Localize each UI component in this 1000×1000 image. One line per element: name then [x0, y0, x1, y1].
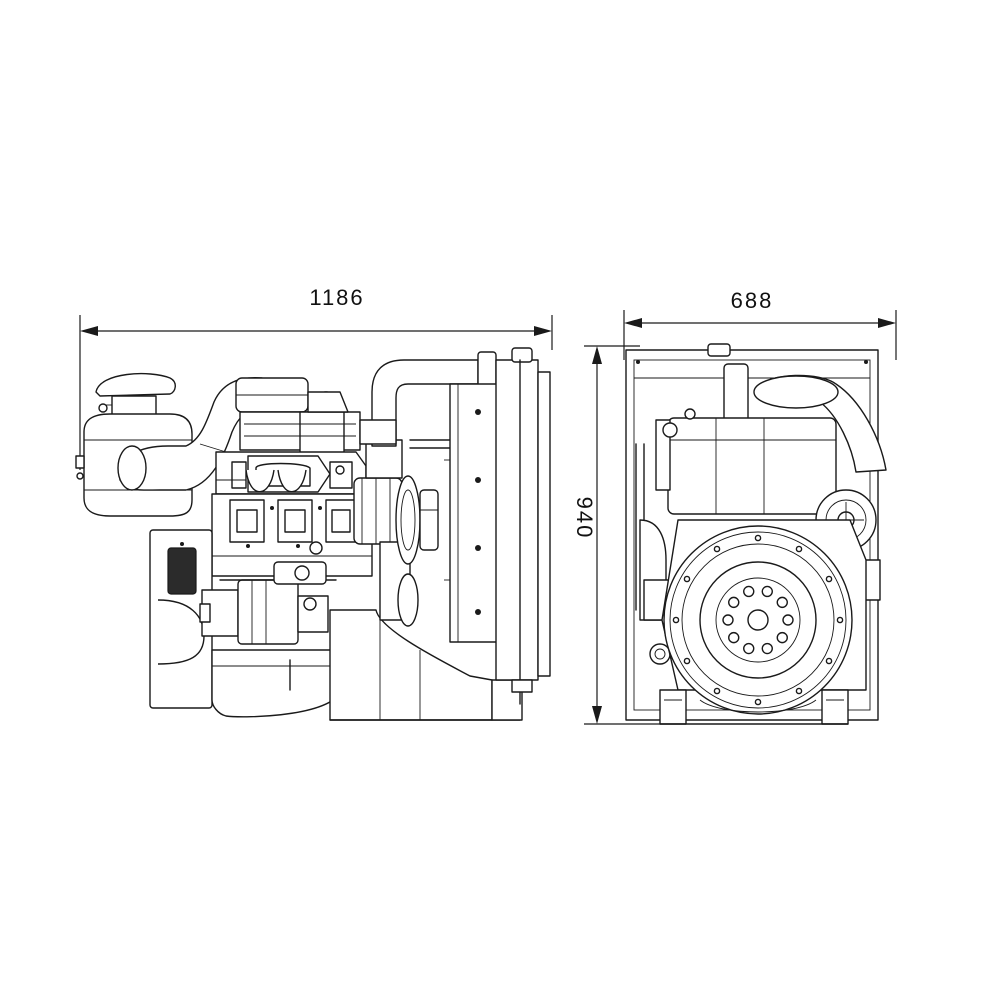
- height-dimension: 940: [572, 345, 660, 725]
- flywheel: [661, 519, 867, 715]
- base-frame: [329, 609, 523, 721]
- front-width-dimension: 688: [623, 288, 897, 360]
- front-width-label: 688: [731, 288, 774, 313]
- front-exhaust-pipe: [753, 374, 887, 473]
- radiator-cap: [511, 347, 533, 363]
- flywheel-inner-bolt: [743, 585, 755, 598]
- side-right-arrow: [534, 326, 552, 336]
- flywheel-outer-bolt: [672, 616, 680, 624]
- control-panel-icon: [167, 547, 197, 595]
- side-length-label: 1186: [309, 285, 364, 310]
- side-length-dimension: 1186: [79, 285, 553, 470]
- intake-pipe: [117, 377, 263, 491]
- flywheel-inner-bolt: [728, 596, 740, 609]
- flywheel-inner-bolt: [743, 642, 755, 655]
- flywheel-outer-bolt: [825, 657, 833, 665]
- flywheel-inner-bolt: [782, 614, 794, 626]
- flywheel-outer-bolt: [754, 534, 762, 542]
- flywheel-outer-bolt: [836, 616, 844, 624]
- flywheel-inner-bolt: [776, 631, 788, 644]
- crank-pulley: [395, 475, 439, 627]
- air-cleaner-cap: [95, 373, 176, 397]
- engine-front-view: [625, 343, 887, 725]
- oil-filter: [649, 643, 671, 665]
- air-cleaner: [75, 373, 193, 517]
- flywheel-outer-bolt: [713, 687, 721, 695]
- flywheel-outer-bolt: [754, 698, 762, 706]
- flywheel-outer-bolt: [825, 575, 833, 583]
- height-bottom-arrow: [592, 706, 602, 724]
- flywheel-housing: [149, 529, 213, 709]
- flywheel-outer-bolt: [795, 687, 803, 695]
- turbocharger: [235, 377, 361, 465]
- side-left-arrow: [80, 326, 98, 336]
- engine-upper-block: [215, 451, 367, 495]
- flywheel-inner-bolt: [761, 642, 773, 655]
- radiator: [444, 347, 551, 705]
- flywheel-inner-bolt: [761, 585, 773, 598]
- flywheel-outer-bolt: [683, 575, 691, 583]
- front-left-arrow: [624, 318, 642, 328]
- flywheel-hub: [747, 609, 769, 631]
- flywheel-outer-bolt: [795, 545, 803, 553]
- front-engine-feet: [659, 689, 849, 725]
- radiator-core: [495, 359, 539, 681]
- flywheel-outer-bolt: [713, 545, 721, 553]
- flywheel-outer-bolt: [683, 657, 691, 665]
- height-label: 940: [572, 497, 597, 540]
- flywheel-inner-bolt: [776, 596, 788, 609]
- starter-motor: [199, 561, 337, 645]
- front-right-arrow: [878, 318, 896, 328]
- front-upper-block: [655, 363, 837, 515]
- height-top-arrow: [592, 346, 602, 364]
- engine-side-view: [75, 347, 551, 721]
- flywheel-inner-bolt: [728, 631, 740, 644]
- flywheel-inner-bolt: [722, 614, 734, 626]
- air-cleaner-neck: [111, 395, 157, 417]
